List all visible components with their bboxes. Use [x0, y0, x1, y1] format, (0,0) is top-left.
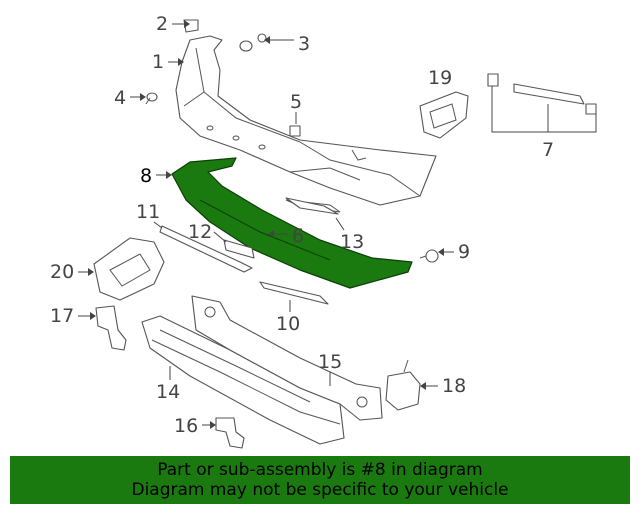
callout-15: 15	[318, 351, 342, 386]
svg-text:8: 8	[140, 165, 152, 187]
part-16-bracket[interactable]	[215, 417, 245, 449]
callout-4: 4	[114, 87, 146, 109]
callout-20: 20	[50, 261, 94, 283]
callout-14: 14	[156, 366, 180, 403]
svg-text:18: 18	[442, 375, 466, 397]
part-info-line-1: Part or sub-assembly is #8 in diagram	[157, 460, 483, 480]
svg-text:7: 7	[542, 139, 554, 161]
svg-text:15: 15	[318, 351, 342, 373]
part-9-bolt[interactable]	[419, 249, 439, 263]
callout-6: 6	[268, 225, 304, 247]
callout-5: 5	[290, 91, 302, 124]
callout-8-selected: 8	[140, 165, 172, 187]
callout-3: 3	[264, 33, 310, 55]
part-10-molding[interactable]	[259, 281, 329, 305]
svg-text:16: 16	[174, 415, 198, 437]
svg-text:10: 10	[276, 313, 300, 335]
svg-text:4: 4	[114, 87, 126, 109]
callout-9: 9	[438, 241, 470, 263]
svg-text:9: 9	[458, 241, 470, 263]
part-20-undercover[interactable]	[93, 237, 165, 301]
svg-text:20: 20	[50, 261, 74, 283]
part-4-screw[interactable]	[145, 92, 158, 105]
callout-12: 12	[188, 221, 227, 243]
svg-text:3: 3	[298, 33, 310, 55]
callout-1: 1	[152, 51, 184, 73]
callout-7: 7	[542, 139, 554, 161]
callout-16: 16	[174, 415, 216, 437]
parts-diagram: 2 3 1 4 5 19 7 8 11 12 6 13 9	[50, 13, 597, 449]
callout-17: 17	[50, 305, 96, 327]
part-14-absorber[interactable]	[141, 315, 345, 445]
part-5-clip[interactable]	[289, 125, 301, 137]
svg-text:11: 11	[136, 201, 160, 223]
svg-text:14: 14	[156, 381, 180, 403]
callout-11: 11	[136, 201, 163, 229]
part-18-sensor[interactable]	[385, 359, 421, 411]
svg-text:17: 17	[50, 305, 74, 327]
callout-19: 19	[428, 67, 452, 89]
part-19-bracket[interactable]	[419, 91, 469, 139]
callout-10: 10	[276, 300, 300, 335]
part-12-reflector[interactable]	[223, 239, 255, 259]
callout-18: 18	[420, 375, 466, 397]
svg-text:2: 2	[156, 13, 168, 35]
svg-text:19: 19	[428, 67, 452, 89]
svg-text:5: 5	[290, 91, 302, 113]
part-info-line-2: Diagram may not be specific to your vehi…	[131, 480, 509, 500]
part-11-molding-strip[interactable]	[159, 225, 253, 273]
svg-text:12: 12	[188, 221, 212, 243]
part-15-beam[interactable]	[191, 295, 383, 421]
svg-text:6: 6	[292, 225, 304, 247]
callout-2: 2	[156, 13, 190, 35]
svg-text:13: 13	[340, 231, 364, 253]
part-13-strip[interactable]	[285, 197, 339, 215]
part-8-lower-valance[interactable]	[171, 157, 413, 289]
part-info-banner: Part or sub-assembly is #8 in diagram Di…	[10, 456, 630, 504]
callout-13: 13	[335, 217, 364, 253]
svg-text:1: 1	[152, 51, 164, 73]
part-3-bolt[interactable]	[239, 33, 267, 52]
part-7-garnish[interactable]	[487, 73, 597, 133]
part-17-bracket[interactable]	[95, 305, 127, 351]
